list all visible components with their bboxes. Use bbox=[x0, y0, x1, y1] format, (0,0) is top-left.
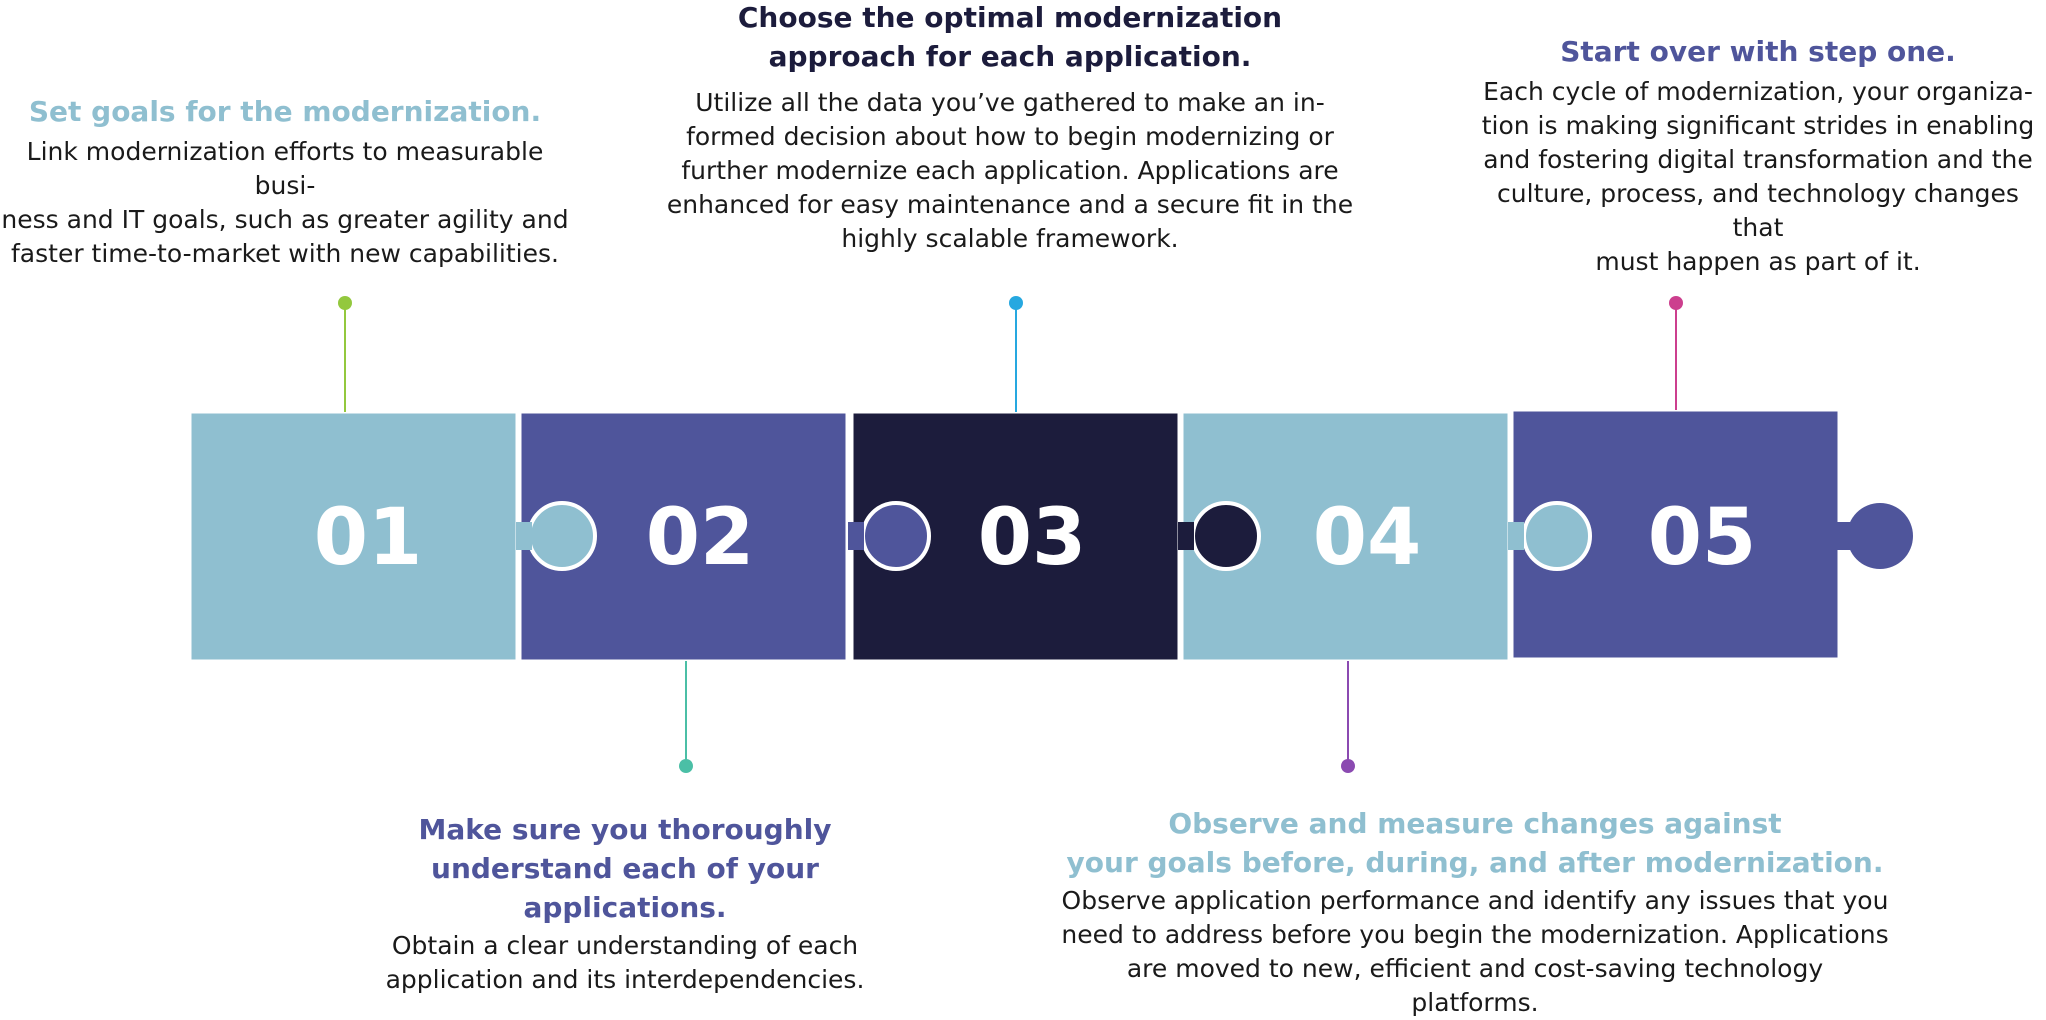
step-1-desc-line: Link modernization efforts to measurable… bbox=[26, 137, 544, 200]
puzzle-piece-1 bbox=[188, 410, 519, 663]
puzzle-tab-3 bbox=[1191, 501, 1261, 571]
step-3-title-line: Choose the optimal modernization bbox=[737, 1, 1283, 34]
step-2-description: Obtain a clear understanding of each app… bbox=[330, 929, 920, 997]
puzzle-tab-2 bbox=[861, 501, 931, 571]
step-1-description: Link modernization efforts to measurable… bbox=[0, 135, 570, 271]
step-2-title-line: Make sure you thoroughly bbox=[418, 813, 832, 846]
step-3-title: Choose the optimal modernization approac… bbox=[660, 0, 1360, 76]
step-5-desc-line: must happen as part of it. bbox=[1595, 247, 1921, 276]
step-3-desc-line: highly scalable framework. bbox=[841, 224, 1179, 253]
step-1-desc-line: faster time-to-market with new capabilit… bbox=[11, 239, 559, 268]
puzzle-tab-4 bbox=[1522, 501, 1592, 571]
step-1-text: Set goals for the modernization. Link mo… bbox=[0, 92, 570, 271]
step-3-desc-line: formed decision about how to begin moder… bbox=[686, 122, 1334, 151]
puzzle-tab-neck-3 bbox=[1178, 522, 1194, 550]
piece-number-3: 03 bbox=[978, 493, 1087, 583]
connector-dot-4 bbox=[1341, 759, 1355, 773]
piece-number-1: 01 bbox=[314, 493, 423, 583]
puzzle-diagram: 01 02 03 04 05 bbox=[188, 296, 1913, 773]
puzzle-tab-neck-4 bbox=[1508, 522, 1524, 550]
step-2-desc-line: Obtain a clear understanding of each bbox=[391, 931, 859, 960]
step-4-desc-line: are moved to new, efficient and cost-sav… bbox=[1126, 954, 1824, 1017]
piece-number-5: 05 bbox=[1648, 493, 1757, 583]
step-3-description: Utilize all the data you’ve gathered to … bbox=[660, 86, 1360, 256]
step-2-desc-line: application and its interdependencies. bbox=[385, 965, 865, 994]
step-1-title-line: Set goals for the modernization. bbox=[28, 95, 542, 128]
step-3-desc-line: Utilize all the data you’ve gathered to … bbox=[695, 88, 1325, 117]
step-2-title-line: understand each of your applications. bbox=[431, 852, 819, 924]
step-4-text: Observe and measure changes against your… bbox=[1060, 804, 1890, 1020]
piece-number-4: 04 bbox=[1313, 493, 1422, 583]
step-3-title-line: approach for each application. bbox=[768, 40, 1252, 73]
step-3-desc-line: enhanced for easy maintenance and a secu… bbox=[666, 190, 1354, 219]
piece-number-2: 02 bbox=[646, 493, 755, 583]
step-3-desc-line: further modernize each application. Appl… bbox=[681, 156, 1339, 185]
connector-dot-5 bbox=[1669, 296, 1683, 310]
puzzle-tab-5 bbox=[1847, 503, 1913, 569]
step-4-title-line: your goals before, during, and after mod… bbox=[1066, 846, 1884, 879]
step-5-text: Start over with step one. Each cycle of … bbox=[1470, 32, 2046, 279]
connector-dot-3 bbox=[1009, 296, 1023, 310]
step-5-title: Start over with step one. bbox=[1470, 32, 2046, 71]
connector-dot-2 bbox=[679, 759, 693, 773]
step-1-desc-line: ness and IT goals, such as greater agili… bbox=[1, 205, 569, 234]
step-5-desc-line: tion is making significant strides in en… bbox=[1481, 111, 2035, 140]
connector-dot-1 bbox=[338, 296, 352, 310]
step-2-text: Make sure you thoroughly understand each… bbox=[330, 810, 920, 997]
step-4-title-line: Observe and measure changes against bbox=[1168, 807, 1782, 840]
step-5-title-line: Start over with step one. bbox=[1560, 35, 1956, 68]
step-5-desc-line: Each cycle of modernization, your organi… bbox=[1483, 77, 2033, 106]
step-5-description: Each cycle of modernization, your organi… bbox=[1470, 75, 2046, 279]
step-4-title: Observe and measure changes against your… bbox=[1060, 804, 1890, 882]
step-5-desc-line: culture, process, and technology changes… bbox=[1497, 179, 2019, 242]
step-4-description: Observe application performance and iden… bbox=[1060, 884, 1890, 1020]
step-4-desc-line: need to address before you begin the mod… bbox=[1061, 920, 1889, 949]
step-4-desc-line: Observe application performance and iden… bbox=[1061, 886, 1889, 915]
step-5-desc-line: and fostering digital transformation and… bbox=[1483, 145, 2033, 174]
step-2-title: Make sure you thoroughly understand each… bbox=[330, 810, 920, 927]
puzzle-tab-neck-5 bbox=[1835, 522, 1851, 550]
step-3-text: Choose the optimal modernization approac… bbox=[660, 0, 1360, 256]
puzzle-tab-neck-2 bbox=[848, 522, 864, 550]
puzzle-tab-1 bbox=[527, 501, 597, 571]
step-1-title: Set goals for the modernization. bbox=[0, 92, 570, 131]
puzzle-tab-neck-1 bbox=[516, 522, 532, 550]
